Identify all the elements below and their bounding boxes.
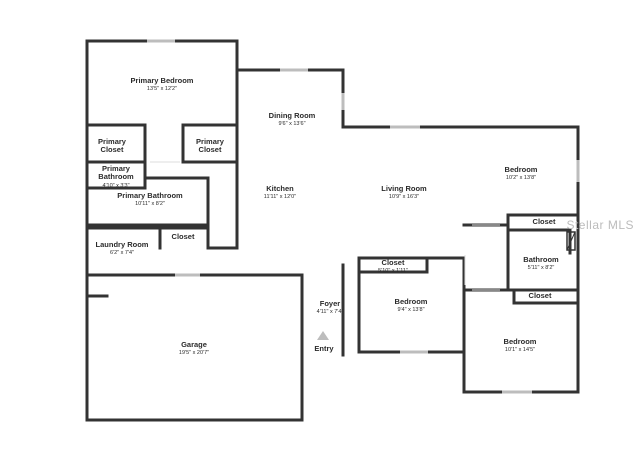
wall-primary-bottom bbox=[85, 123, 147, 164]
wall-right-closet bbox=[506, 213, 580, 292]
wall-right-closet-bottom bbox=[512, 288, 580, 305]
entry-arrow-icon bbox=[317, 331, 329, 340]
room-closet-right-top: Closet bbox=[532, 217, 556, 226]
bath-fixture-hatch bbox=[566, 231, 576, 251]
room-primary-bathroom-small: Primary Bathroom 4'10" x 3'3" bbox=[98, 164, 134, 189]
room-bathroom: Bathroom 5'11" x 8'2" bbox=[523, 255, 559, 272]
bath-fixture bbox=[566, 231, 576, 251]
wall-center-bedroom bbox=[357, 256, 466, 354]
room-closet-center: Closet 5'10" x 1'11" bbox=[378, 258, 408, 275]
wall-outer-right-wing bbox=[462, 125, 580, 394]
wall-outer-left bbox=[85, 39, 304, 422]
room-primary-bathroom: Primary Bathroom 10'11" x 8'2" bbox=[117, 191, 183, 208]
room-primary-bedroom: Primary Bedroom 13'5" x 12'2" bbox=[130, 76, 194, 93]
room-bedroom-bottom: Bedroom 10'1" x 14'5" bbox=[503, 337, 537, 354]
room-kitchen: Kitchen 11'11" x 12'0" bbox=[263, 184, 297, 201]
wall-primary-bath bbox=[85, 176, 210, 227]
room-foyer: Foyer 4'11" x 7'4" bbox=[316, 299, 344, 316]
room-dining-room: Dining Room 9'6" x 13'6" bbox=[268, 111, 316, 128]
room-bedroom-top: Bedroom 10'2" x 13'8" bbox=[504, 165, 538, 182]
wall-laundry bbox=[85, 226, 239, 250]
room-closet-laundry: Closet bbox=[171, 232, 195, 241]
room-primary-closet-left: Primary Closet bbox=[98, 137, 126, 155]
room-living-room: Living Room 10'9" x 16'3" bbox=[381, 184, 427, 201]
walls bbox=[85, 39, 580, 422]
door-gaps bbox=[150, 161, 500, 291]
windows bbox=[147, 39, 580, 394]
entry-label: Entry bbox=[314, 344, 334, 353]
room-closet-right-bottom: Closet bbox=[528, 291, 552, 300]
room-primary-closet-right: Primary Closet bbox=[196, 137, 224, 155]
room-laundry-room: Laundry Room 6'2" x 7'4" bbox=[95, 240, 149, 257]
room-garage: Garage 19'5" x 20'7" bbox=[178, 340, 210, 357]
wall-closet-right-left bbox=[181, 123, 239, 164]
watermark: Stellar MLS bbox=[566, 218, 634, 232]
room-bedroom-center: Bedroom 9'4" x 13'8" bbox=[394, 297, 428, 314]
wall-bath-top bbox=[143, 160, 185, 180]
wall-center-closet bbox=[357, 256, 429, 274]
